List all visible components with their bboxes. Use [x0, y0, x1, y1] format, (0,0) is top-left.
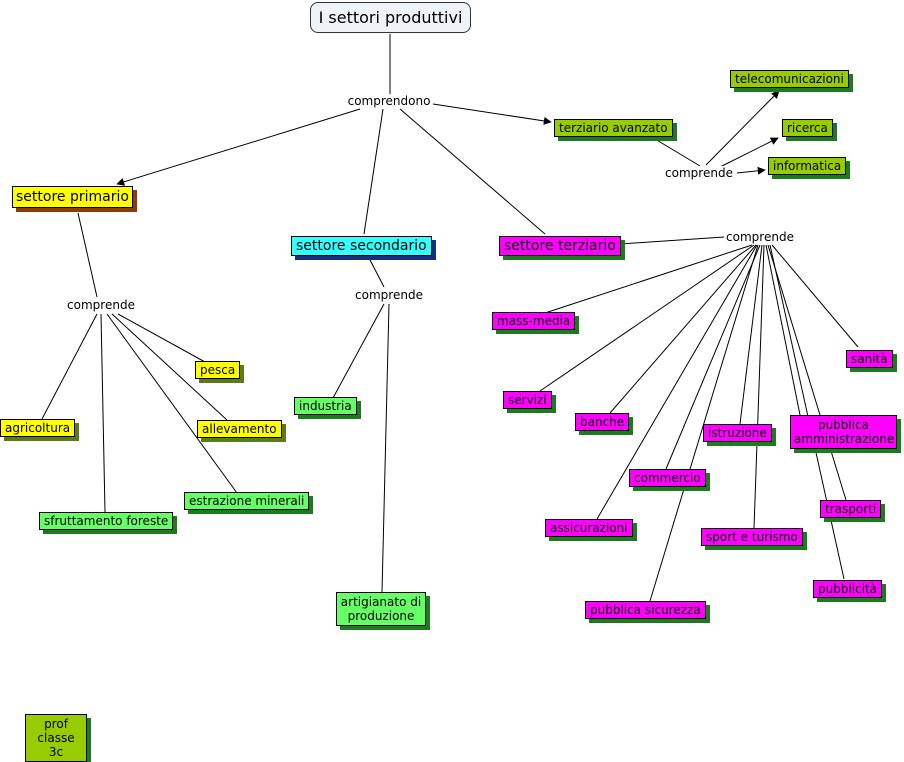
edge-to-pesca	[117, 313, 206, 363]
node-pesca[interactable]: pesca	[195, 361, 241, 379]
node-settore-secondario[interactable]: settore secondario	[291, 236, 432, 256]
edge-to-foreste	[100, 313, 106, 513]
link-comprende-primario: comprende	[65, 298, 137, 312]
edge-to-avanzato	[432, 103, 552, 125]
link-comprende-secondario: comprende	[353, 288, 425, 302]
edge-primario-comprende	[77, 212, 98, 298]
edge-to-agricoltura	[41, 313, 98, 420]
edge-terziario-comprende	[619, 236, 725, 245]
edge-to-terziario	[399, 108, 546, 235]
node-assicurazioni[interactable]: assicurazioni	[545, 519, 633, 537]
node-allevamento[interactable]: allevamento	[197, 420, 282, 438]
edge-avanzato-comprende	[654, 138, 701, 167]
edge-to-trasporti	[767, 244, 847, 501]
edge-to-ricerca	[719, 137, 779, 168]
edge-to-banche	[609, 244, 757, 414]
edge-secondario-comprende	[368, 257, 385, 288]
edge-to-assicurazioni	[596, 244, 758, 520]
edge-to-sicurezza	[649, 244, 759, 602]
edge-to-telecomunicazioni	[705, 90, 780, 166]
node-banche[interactable]: banche	[575, 413, 630, 431]
edge-to-industria	[332, 303, 385, 399]
edge-to-pubblicita	[769, 244, 845, 580]
edge-to-estrazione	[106, 313, 238, 494]
node-mass-media[interactable]: mass-media	[492, 312, 576, 330]
link-comprende-terziario: comprende	[724, 230, 796, 244]
node-pubblica-sicurezza[interactable]: pubblica sicurezza	[585, 601, 706, 619]
node-artigianato-di-produzione[interactable]: artigianato di produzione	[336, 592, 426, 626]
node-settore-terziario[interactable]: settore terziario	[499, 236, 621, 256]
node-terziario-avanzato[interactable]: terziario avanzato	[554, 119, 673, 137]
edge-to-istruzione	[739, 244, 763, 425]
link-comprendono: comprendono	[345, 94, 433, 108]
node-sanita[interactable]: sanità	[846, 350, 893, 368]
edge-to-primario	[116, 108, 361, 186]
edge-to-secondario	[363, 108, 384, 235]
edge-to-sanita	[771, 244, 859, 348]
edge-to-allevamento	[111, 313, 228, 421]
node-industria[interactable]: industria	[294, 397, 357, 415]
node-settore-primario[interactable]: settore primario	[12, 186, 133, 208]
node-telecomunicazioni[interactable]: telecomunicazioni	[730, 70, 849, 88]
node-pubblicita[interactable]: pubblicità	[813, 580, 883, 598]
node-commercio[interactable]: commercio	[629, 469, 706, 487]
node-trasporti[interactable]: trasporti	[820, 500, 882, 518]
node-informatica[interactable]: informatica	[768, 157, 847, 175]
node-istruzione[interactable]: istruzione	[703, 424, 772, 442]
edge-to-artigianato	[381, 303, 390, 593]
node-ricerca[interactable]: ricerca	[782, 119, 833, 137]
edge-to-servizi	[539, 244, 755, 392]
node-estrazione-minerali[interactable]: estrazione minerali	[184, 492, 310, 510]
edge-to-informatica	[736, 166, 766, 175]
edge-to-amministrazione	[765, 244, 801, 416]
map-title[interactable]: I settori produttivi	[310, 2, 471, 33]
link-comprende-avanzato: comprende	[663, 166, 735, 180]
node-sport-e-turismo[interactable]: sport e turismo	[701, 528, 803, 546]
node-servizi[interactable]: servizi	[503, 391, 552, 409]
node-agricoltura[interactable]: agricoltura	[0, 419, 76, 437]
edge-to-mass-media	[544, 244, 753, 314]
edge-to-commercio	[665, 244, 761, 470]
node-sfruttamento-foreste[interactable]: sfruttamento foreste	[39, 512, 174, 530]
node-pubblica-amministrazione[interactable]: pubblica amministrazione	[790, 415, 897, 449]
edge-to-sport	[753, 244, 765, 529]
node-author[interactable]: prof classe 3c	[25, 714, 87, 762]
